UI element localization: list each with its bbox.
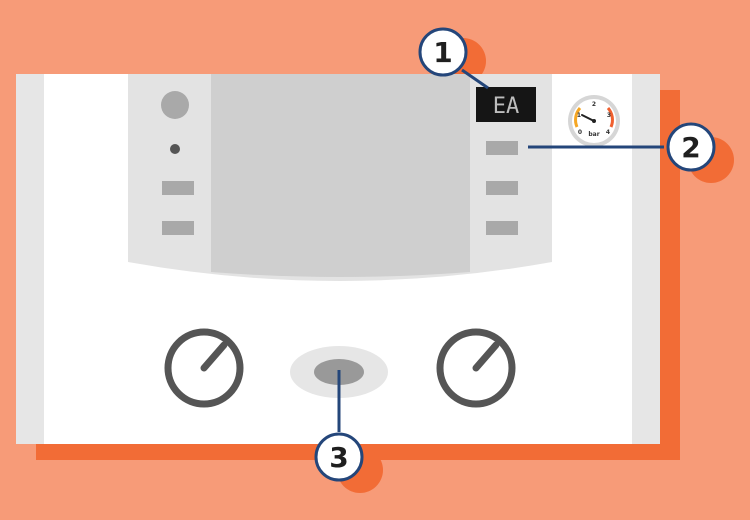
gauge-tick-4: 4 <box>606 129 610 136</box>
callout-1: 1 <box>418 27 468 77</box>
pressure-gauge-icon: 0 1 2 3 4 bar <box>568 95 620 147</box>
left-side-panel <box>16 74 44 444</box>
callout-2-number: 2 <box>681 131 700 164</box>
gauge-needle <box>581 114 595 122</box>
gauge-tick-3: 3 <box>607 112 611 119</box>
right-knob-dial-icon[interactable] <box>436 328 516 408</box>
gauge-tick-0: 0 <box>578 129 582 136</box>
power-button[interactable] <box>161 91 189 119</box>
indicator-light <box>170 144 180 154</box>
screen-area <box>211 74 470 277</box>
left-button-1[interactable] <box>162 181 194 195</box>
gauge-unit: bar <box>588 131 599 138</box>
right-button-2[interactable] <box>486 181 518 195</box>
gauge-tick-2: 2 <box>592 101 596 108</box>
error-code-display <box>476 87 536 122</box>
left-knob-dial-icon[interactable] <box>164 328 244 408</box>
callout-3-number: 3 <box>329 441 348 474</box>
gauge-tick-1: 1 <box>577 112 581 119</box>
right-side-panel <box>632 74 660 444</box>
callout-1-number: 1 <box>433 36 452 69</box>
callout-2: 2 <box>666 122 716 172</box>
callout-1-line <box>461 68 489 90</box>
error-code-text: EA <box>493 94 520 119</box>
callout-3: 3 <box>314 432 364 482</box>
right-button-1[interactable] <box>486 141 518 155</box>
right-button-3[interactable] <box>486 221 518 235</box>
left-button-2[interactable] <box>162 221 194 235</box>
